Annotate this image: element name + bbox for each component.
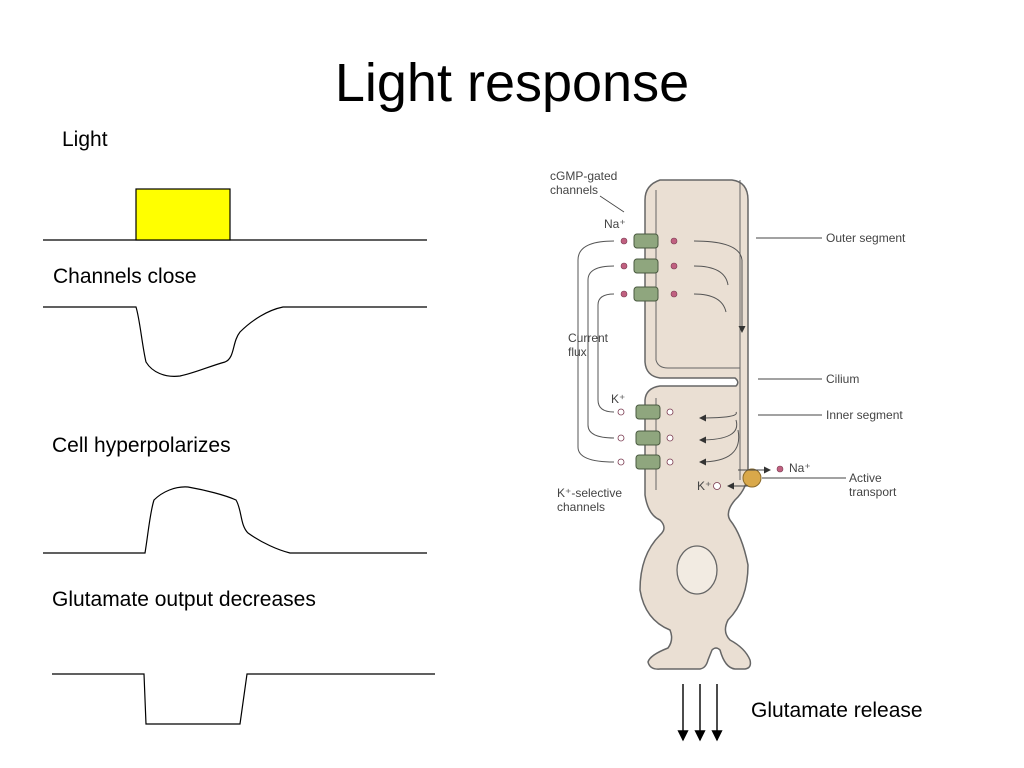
current-flux-label-line2: flux xyxy=(568,345,587,359)
internal-current-arrow-2 xyxy=(693,265,729,286)
glutamate-release-label: Glutamate release xyxy=(751,699,923,722)
na-pump-label: Na⁺ xyxy=(789,461,811,475)
cgmp-leader xyxy=(599,195,625,213)
cgmp-channel-3 xyxy=(633,286,659,302)
k-selective-label-line2: channels xyxy=(557,500,605,514)
k-selective-label-line1: K⁺-selective xyxy=(557,486,622,500)
light-pulse-box xyxy=(135,188,231,241)
na-ion-dots xyxy=(620,237,784,473)
outer-segment-inner-membrane xyxy=(655,180,741,369)
current-flux-loop-inner xyxy=(597,293,615,413)
na-top-label: Na⁺ xyxy=(604,217,626,231)
k-channel-2 xyxy=(635,430,661,446)
inner-current-arrow-1 xyxy=(699,411,737,422)
active-transport-pump xyxy=(742,468,762,488)
k-channel-label: K⁺ xyxy=(611,392,625,406)
channels-close-label: Channels close xyxy=(53,265,197,288)
rod-cell-outline xyxy=(639,179,752,670)
nucleus xyxy=(676,545,718,595)
cilium-label: Cilium xyxy=(826,372,859,386)
internal-current-arrow-3 xyxy=(693,293,727,313)
inner-segment-label: Inner segment xyxy=(826,408,903,422)
cell-hyperpolarizes-label: Cell hyperpolarizes xyxy=(52,434,231,457)
inner-current-arrow-3 xyxy=(699,429,740,466)
glutamate-output-trace xyxy=(52,673,435,725)
current-flux-loop-outer xyxy=(577,240,615,463)
channels-close-trace xyxy=(43,306,427,377)
k-channel-3 xyxy=(635,454,661,470)
current-flux-loop-mid xyxy=(587,265,615,439)
hyperpolarization-trace xyxy=(43,486,427,554)
cgmp-channel-2 xyxy=(633,258,659,274)
internal-current-arrow-1 xyxy=(693,240,746,333)
light-label: Light xyxy=(62,128,108,151)
glutamate-output-label: Glutamate output decreases xyxy=(52,588,316,611)
cgmp-label-line2: channels xyxy=(550,183,598,197)
slide-title: Light response xyxy=(334,53,690,113)
active-transport-label-line1: Active xyxy=(849,471,882,485)
cgmp-label-line1: cGMP-gated xyxy=(550,169,617,183)
outer-segment-label: Outer segment xyxy=(826,231,906,245)
cgmp-channel-1 xyxy=(633,233,659,249)
k-ion-dots xyxy=(617,408,721,490)
k-channel-1 xyxy=(635,404,661,420)
inner-current-arrow-2 xyxy=(699,419,738,444)
k-pump-label: K⁺ xyxy=(697,479,711,493)
active-transport-label-line2: transport xyxy=(849,485,897,499)
current-flux-label-line1: Current xyxy=(568,331,609,345)
